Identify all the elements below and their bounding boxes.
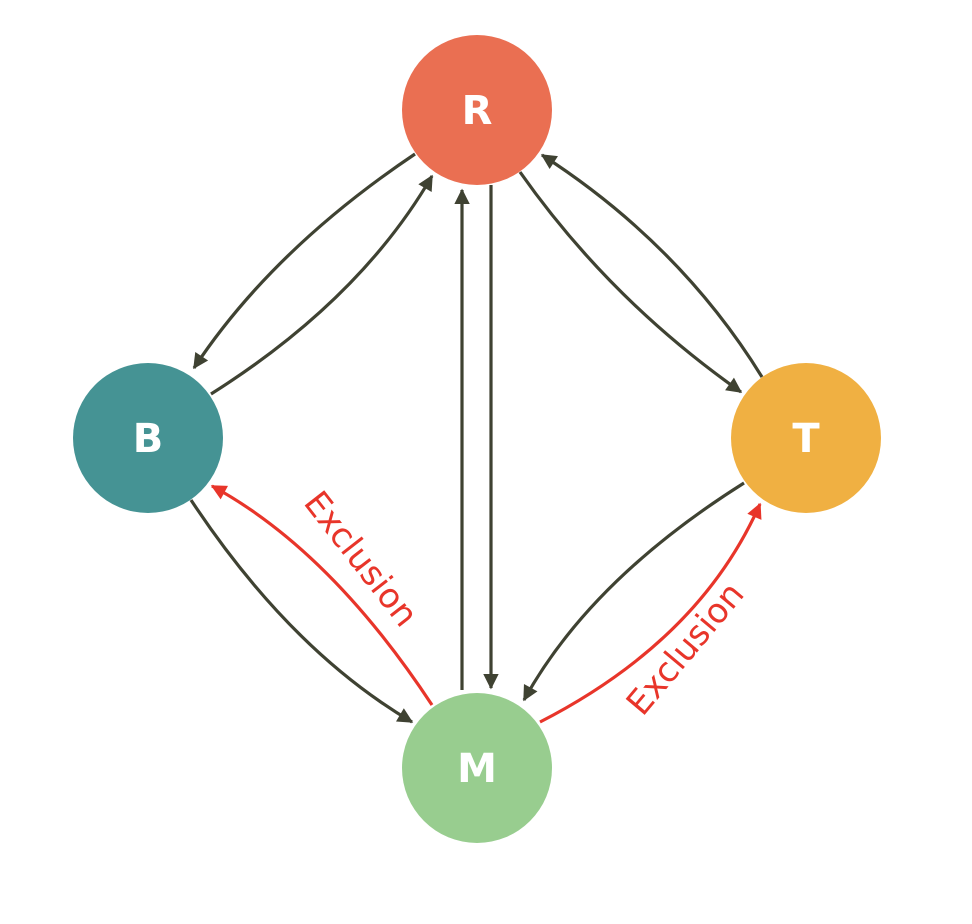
node-t-label: T: [792, 416, 820, 462]
node-m: M: [402, 693, 552, 843]
node-b: B: [73, 363, 223, 513]
edge-t-to-m: [522, 481, 745, 702]
node-b-label: B: [133, 416, 164, 462]
edge-r-to-b: [192, 152, 416, 370]
edge-b-to-m: [189, 499, 414, 724]
node-r: R: [402, 35, 552, 185]
exclusion-label-right: Exclusion: [619, 575, 753, 723]
node-t: T: [731, 363, 881, 513]
edge-t-to-r: [540, 153, 764, 378]
edge-b-to-r: [210, 174, 434, 396]
node-m-label: M: [457, 746, 497, 792]
edge-r-to-t: [518, 171, 743, 394]
edge-m-to-b-exclusion: [210, 484, 434, 706]
node-r-label: R: [462, 88, 493, 134]
edge-m-to-t-exclusion: [539, 502, 762, 724]
